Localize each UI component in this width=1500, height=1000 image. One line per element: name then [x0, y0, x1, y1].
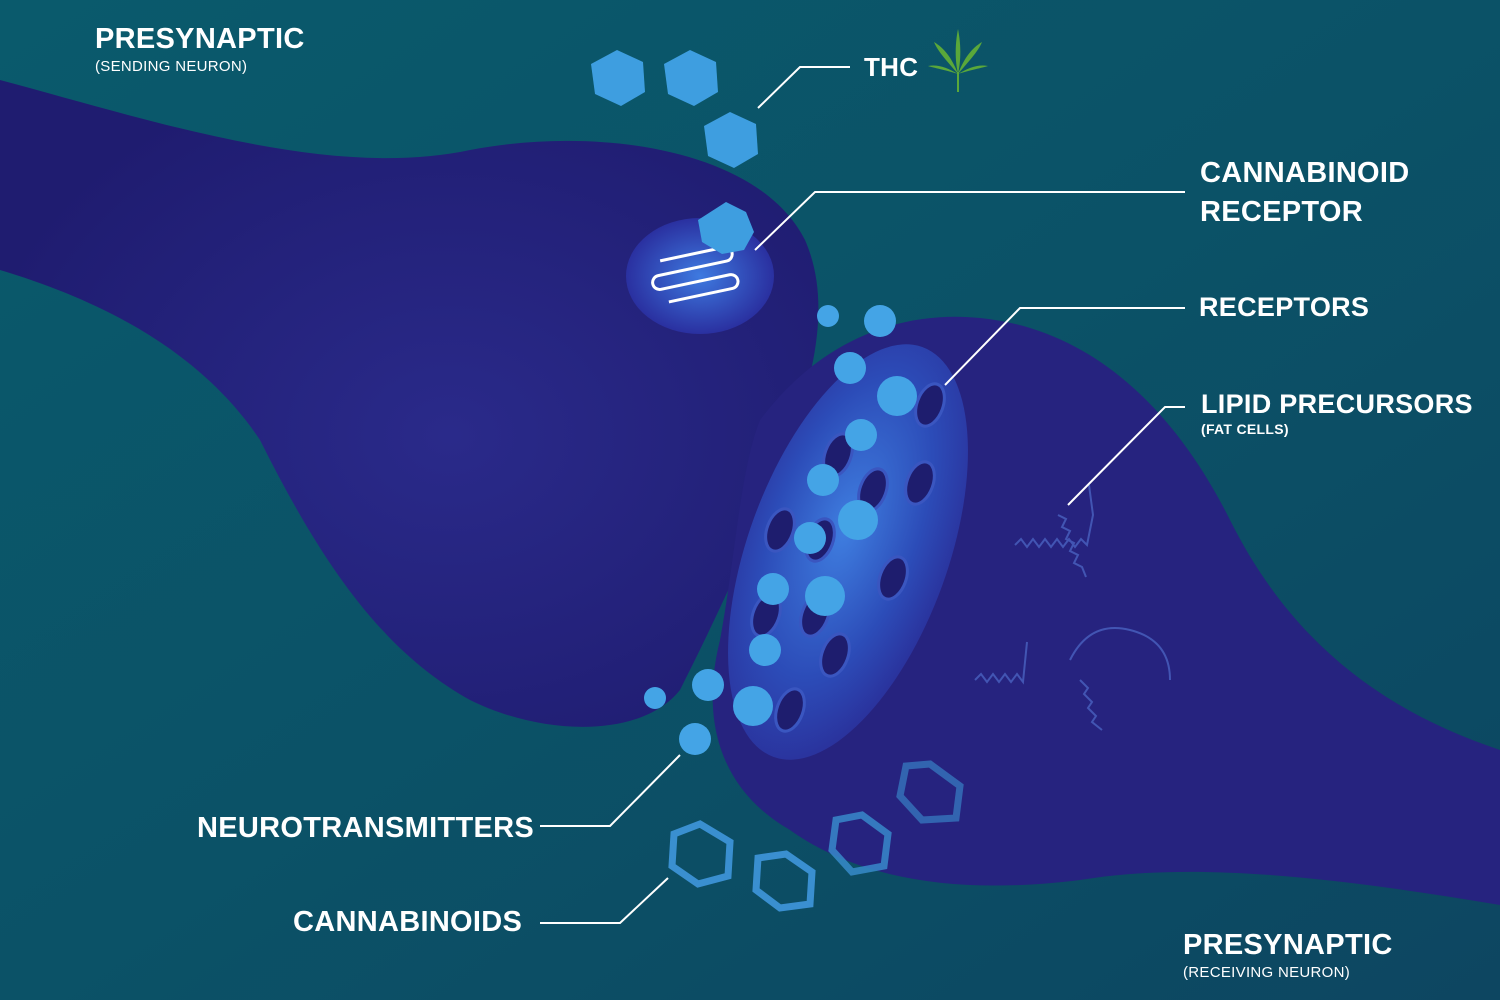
label-presynaptic-receiving: PRESYNAPTIC (RECEIVING NEURON) [1183, 926, 1393, 981]
thc-molecules [591, 50, 758, 168]
label-cannabinoid-receptor: CANNABINOID RECEPTOR [1200, 154, 1410, 232]
receptors [750, 382, 946, 733]
receptor-plate [728, 344, 968, 760]
label-neurotransmitters: NEUROTRANSMITTERS [197, 812, 534, 844]
label-sub: (RECEIVING NEURON) [1183, 964, 1351, 981]
label-line: CANNABINOID [1200, 157, 1410, 189]
label-title: PRESYNAPTIC [1183, 929, 1393, 961]
cannabinoid-molecules [668, 760, 964, 912]
label-line: RECEPTOR [1200, 196, 1364, 228]
leader-lines [540, 66, 1185, 924]
label-cannabinoids: CANNABINOIDS [293, 906, 523, 938]
label-title: LIPID PRECURSORS [1201, 389, 1473, 419]
lipid-precursors [974, 484, 1171, 731]
cannabis-leaf-icon [928, 29, 988, 92]
label-title: PRESYNAPTIC [95, 23, 305, 55]
label-lipid-precursors: LIPID PRECURSORS (FAT CELLS) [1201, 386, 1473, 437]
label-sub: (FAT CELLS) [1201, 421, 1289, 437]
thc-molecule-bound [698, 202, 754, 254]
label-receptors: RECEPTORS [1199, 292, 1370, 322]
label-sub: (SENDING NEURON) [95, 58, 248, 75]
label-thc: THC [864, 52, 919, 82]
sending-neuron [0, 80, 819, 727]
neurotransmitters [644, 305, 917, 755]
label-presynaptic-sending: PRESYNAPTIC (SENDING NEURON) [95, 20, 305, 75]
